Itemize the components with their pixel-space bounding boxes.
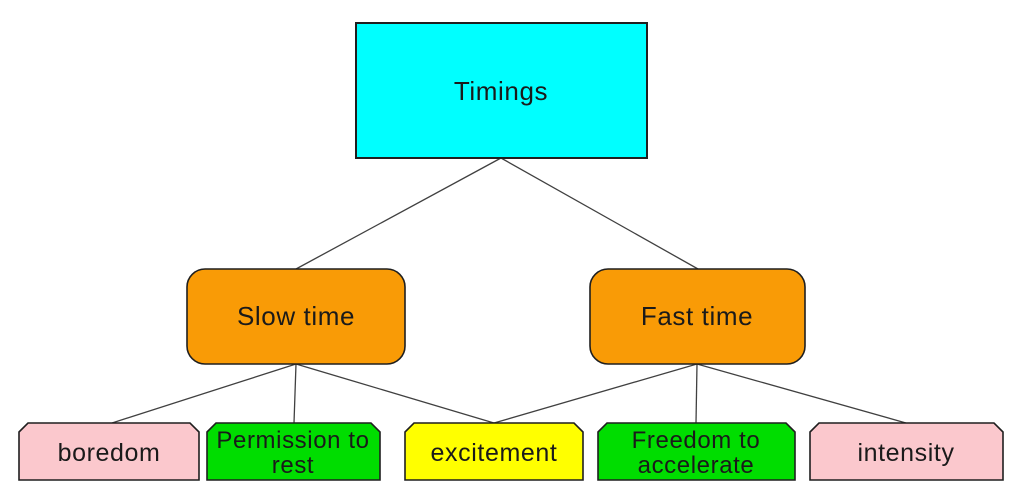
node-boredom: boredom bbox=[18, 422, 200, 481]
node-freedom-to-accelerate: Freedom to accelerate bbox=[597, 422, 796, 481]
node-intensity: intensity bbox=[809, 422, 1004, 481]
timings-box bbox=[355, 22, 648, 159]
intensity-label: intensity bbox=[857, 439, 954, 467]
edge-timings-fast-time bbox=[500, 157, 699, 270]
freedom-to-accelerate-box bbox=[597, 422, 796, 481]
intensity-box bbox=[809, 422, 1004, 481]
fast-time-box bbox=[589, 268, 806, 365]
node-timings: Timings bbox=[355, 22, 648, 159]
slow-time-label: Slow time bbox=[237, 301, 355, 331]
edge-fast-time-excitement bbox=[493, 363, 698, 424]
excitement-box bbox=[404, 422, 584, 481]
permission-to-rest-label-line2: rest bbox=[272, 452, 314, 479]
timings-label: Timings bbox=[454, 76, 548, 106]
slow-time-box bbox=[186, 268, 406, 365]
node-slow-time: Slow time bbox=[186, 268, 406, 365]
edge-fast-time-freedom-to-accelerate bbox=[695, 363, 698, 424]
node-permission-to-rest: Permission to rest bbox=[206, 422, 381, 481]
node-fast-time: Fast time bbox=[589, 268, 806, 365]
edge-timings-slow-time bbox=[295, 157, 502, 270]
connector-lines bbox=[111, 157, 907, 424]
edge-slow-time-boredom bbox=[111, 363, 297, 424]
node-excitement: excitement bbox=[404, 422, 584, 481]
edge-fast-time-intensity bbox=[696, 363, 907, 424]
edge-slow-time-excitement bbox=[295, 363, 495, 424]
edge-slow-time-permission-to-rest bbox=[293, 363, 297, 424]
permission-to-rest-label-line1: Permission to bbox=[216, 427, 369, 454]
boredom-box bbox=[18, 422, 200, 481]
boredom-label: boredom bbox=[58, 439, 161, 467]
freedom-to-accelerate-label-line1: Freedom to bbox=[632, 427, 761, 454]
fast-time-label: Fast time bbox=[641, 301, 753, 331]
excitement-label: excitement bbox=[431, 439, 558, 467]
freedom-to-accelerate-label-line2: accelerate bbox=[638, 452, 755, 479]
permission-to-rest-box bbox=[206, 422, 381, 481]
